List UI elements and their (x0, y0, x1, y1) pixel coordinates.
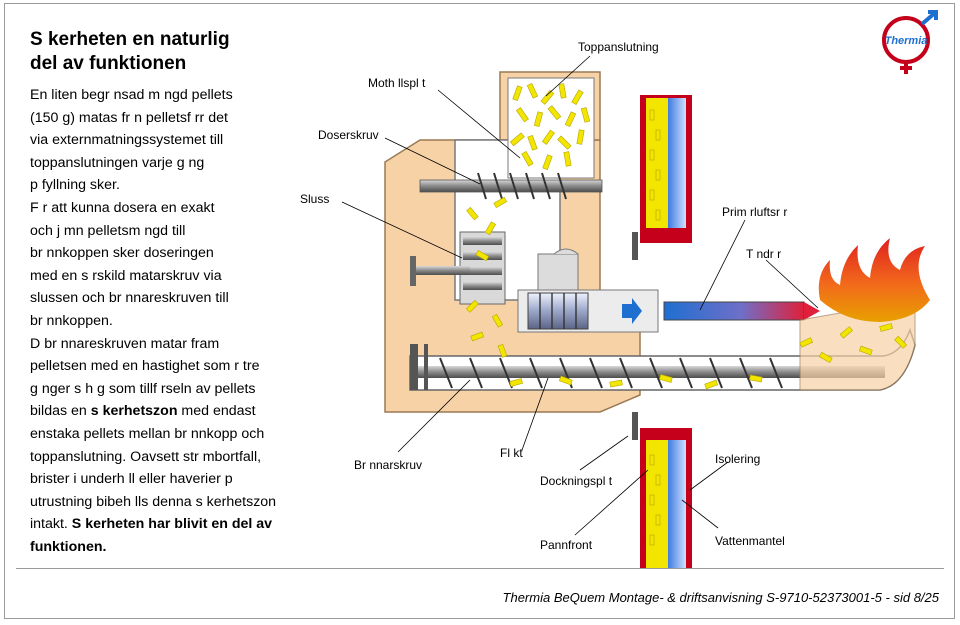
body-line-start: intakt. (30, 516, 68, 533)
label-doserskruv: Doserskruv (318, 128, 379, 142)
body-line: med en s rskild matarskruv via (30, 267, 222, 284)
page-frame (4, 3, 955, 619)
fan-rotor (527, 292, 589, 330)
body-line: pelletsen med en hastighet som r tre (30, 358, 260, 375)
body-line: utrustning bibeh lls denna s kerhetszon (30, 493, 277, 510)
body-line: g nger s h g som tillf rseln av pellets (30, 380, 256, 397)
burner-screw-flange (410, 344, 418, 390)
thermia-logo: Thermia (882, 10, 938, 74)
label-toppanslutning: Toppanslutning (578, 40, 659, 54)
dockning-block (537, 253, 579, 291)
label-dockningsplat: Dockningspl t (540, 474, 613, 488)
boiler-front-lower-water (668, 440, 686, 568)
label-brannarskruv: Br nnarskruv (354, 458, 423, 472)
title-line-1: S kerheten en naturlig (30, 29, 230, 50)
label-vattenmantel: Vattenmantel (715, 534, 785, 548)
body-line-end: med endast (177, 403, 256, 420)
body-line: p fyllning sker. (30, 177, 120, 194)
body-line: D br nnareskruven matar fram (30, 335, 220, 352)
primary-air-tube (663, 301, 805, 321)
body-line: slussen och br nnareskruven till (30, 290, 229, 307)
boiler-front-upper-insulation (646, 98, 668, 228)
fan-blades (539, 293, 577, 329)
burner-screw-threads (439, 357, 783, 389)
leader-lines (341, 55, 819, 536)
burner-screw-flange-2 (424, 344, 428, 390)
label-flakt: Fl kt (500, 446, 523, 460)
page-title: S kerheten en naturlig del av funktionen (30, 28, 330, 76)
body-line: (150 g) matas fr n pelletsf rr det (30, 109, 228, 126)
safety-statement: S kerheten har blivit en del av (67, 516, 273, 533)
label-tandror: T ndr r (746, 247, 782, 261)
safety-zone-term: s kerhetszon (90, 403, 178, 420)
body-line: intakt. S kerheten har blivit en del av (30, 513, 330, 536)
body-line: toppanslutningen varje g ng (30, 154, 205, 171)
body-line: via externmatningssystemet till (30, 132, 224, 149)
label-sluss: Sluss (300, 192, 330, 206)
air-flow-arrow (622, 298, 642, 324)
logo-text: Thermia (885, 35, 928, 47)
page-footer: Thermia BeQuem Montage- & driftsanvisnin… (502, 590, 939, 605)
body-line-start: bildas en (30, 403, 87, 420)
label-isolering: Isolering (715, 452, 761, 466)
body-line: bildas en s kerhetszon med endast (30, 400, 330, 423)
body-line: En liten begr nsad m ngd pellets (30, 87, 233, 103)
doser-shaft (419, 179, 603, 193)
sluss-flange (410, 256, 416, 286)
igniter-tip (804, 302, 820, 320)
body-line: F r att kunna dosera en exakt (30, 199, 215, 216)
safety-statement-end: funktionen. (30, 538, 107, 555)
pellets (465, 82, 908, 546)
docking-plate-top (632, 232, 638, 260)
sluss-shaft (410, 266, 470, 275)
burner-cup (799, 299, 916, 391)
label-mothallsplat: Moth llspl t (368, 76, 426, 90)
body-line: br nnkoppen. (30, 312, 113, 329)
boiler-front-upper-water (668, 98, 686, 228)
body-line: enstaka pellets mellan br nnkopp och (30, 425, 265, 442)
body-line: och j mn pelletsm ngd till (30, 222, 186, 239)
body-text: En liten begr nsad m ngd pellets (150 g)… (30, 84, 330, 558)
docking-plate-bottom (632, 412, 638, 440)
body-line: funktionen. (30, 536, 330, 559)
doser-screw-threads (477, 172, 567, 200)
flames (818, 238, 930, 322)
label-pannfront: Pannfront (540, 538, 593, 552)
burner-screw-shaft (415, 366, 885, 378)
body-line: brister i underh ll eller haverier p (30, 471, 233, 488)
title-line-2: del av funktionen (30, 53, 187, 74)
body-line: toppanslutning. Oavsett str mbortfall, (30, 448, 262, 465)
body-line: br nnkoppen sker doseringen (30, 245, 214, 262)
label-primarluftsror: Prim rluftsr r (722, 205, 788, 219)
boiler-front-lower-insulation (646, 440, 668, 568)
footer-divider (16, 568, 944, 569)
